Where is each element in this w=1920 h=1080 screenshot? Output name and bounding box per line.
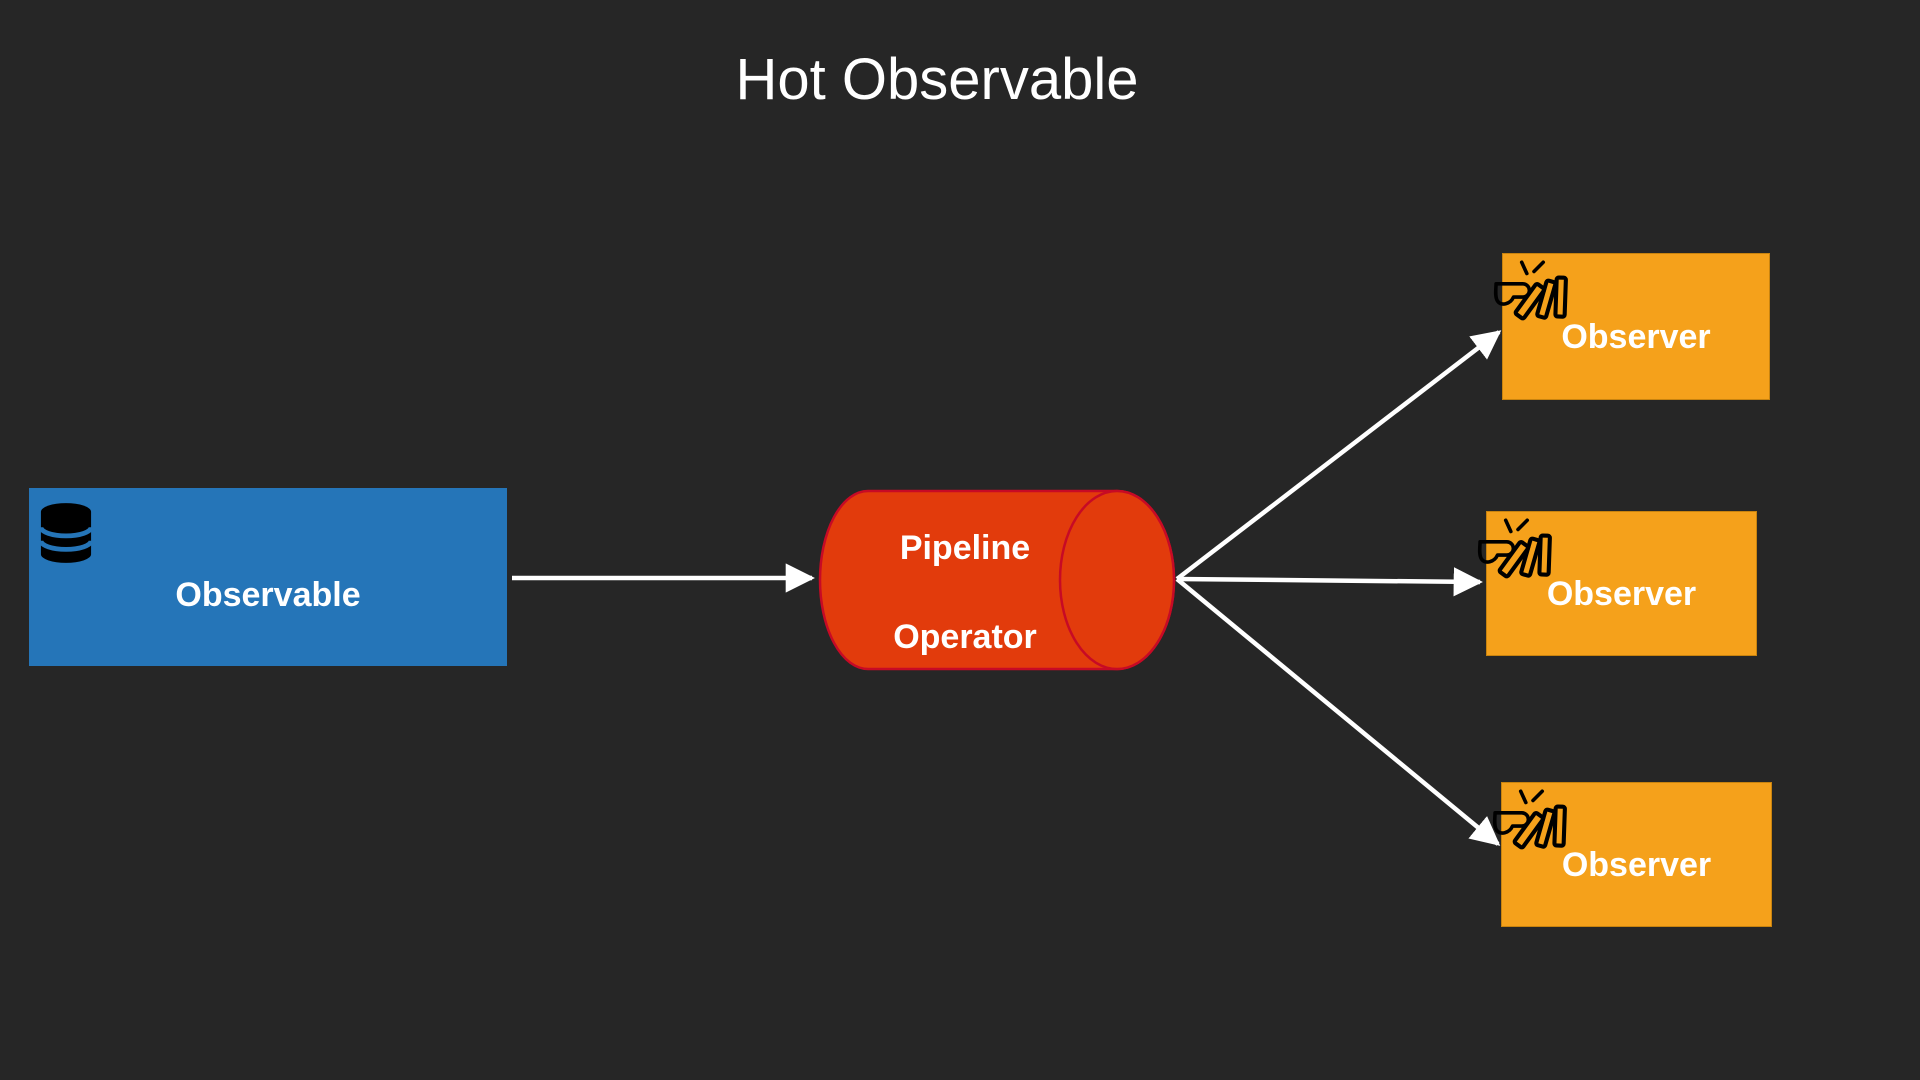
observable-node: Observable — [29, 488, 507, 666]
observer-label: Observer — [1561, 318, 1711, 356]
database-icon — [39, 503, 93, 563]
observer-node-top: Observer — [1493, 253, 1770, 400]
edge-pipeline-to-observer-middle — [1176, 567, 1483, 597]
pipeline-cylinder — [818, 489, 1176, 671]
edge-pipeline-to-observer-top — [1175, 330, 1502, 581]
observer-node-middle: Observer — [1477, 511, 1757, 656]
pipeline-label-line1: Pipeline — [899, 528, 1031, 567]
diagram-title: Hot Observable — [735, 47, 1139, 112]
observer-label: Observer — [1546, 575, 1697, 613]
pipeline-label-line2: Operator — [893, 617, 1037, 656]
edge-pipeline-to-observer-bottom — [1175, 577, 1501, 846]
observer-label: Observer — [1561, 846, 1712, 884]
push-dominoes-icon — [1477, 518, 1552, 579]
observable-label: Observable — [175, 575, 361, 614]
observer-node-bottom: Observer — [1492, 782, 1772, 927]
push-dominoes-icon — [1492, 789, 1567, 850]
push-dominoes-icon — [1493, 260, 1568, 321]
